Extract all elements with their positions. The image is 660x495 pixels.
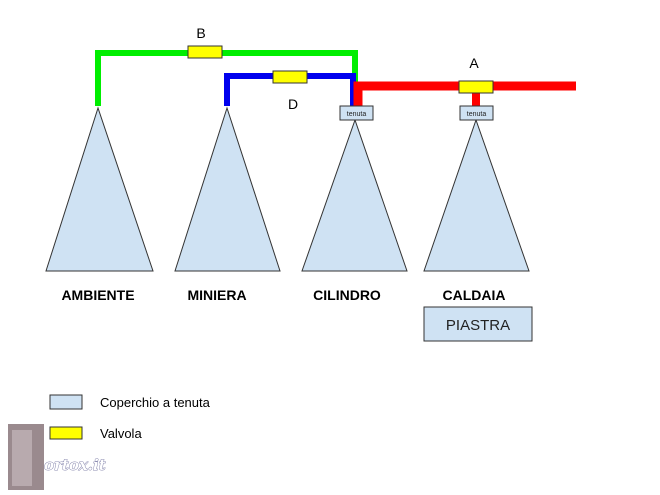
cone-ambiente xyxy=(45,106,154,272)
cone-caldaia xyxy=(423,118,530,272)
legend-swatch-seal xyxy=(49,394,83,410)
seal-caldaia-label: tenuta xyxy=(467,111,487,118)
cone-label-ambiente: AMBIENTE xyxy=(61,287,134,303)
cone-cilindro xyxy=(301,118,408,272)
logo: ortox.it xyxy=(8,424,106,490)
seal-cilindro-label: tenuta xyxy=(347,111,367,118)
pipe-a-label: A xyxy=(469,55,479,71)
valve-a xyxy=(458,80,494,94)
legend-label-valve: Valvola xyxy=(100,426,142,441)
pipe-a xyxy=(353,81,576,106)
valve-d xyxy=(272,70,308,84)
legend-swatch-valve xyxy=(49,426,83,440)
cone-label-cilindro: CILINDRO xyxy=(313,287,381,303)
logo-text: ortox.it xyxy=(44,456,106,474)
seal-cilindro xyxy=(339,105,374,121)
cone-label-miniera: MINIERA xyxy=(187,287,246,303)
cone-miniera xyxy=(174,106,281,272)
cone-label-caldaia: CALDAIA xyxy=(443,287,506,303)
legend-label-seal: Coperchio a tenuta xyxy=(100,395,211,410)
pipe-b-label: B xyxy=(196,25,205,41)
valve-b xyxy=(187,45,223,59)
seal-caldaia xyxy=(459,105,494,121)
plate-label: PIASTRA xyxy=(446,317,510,334)
pipe-d-label: D xyxy=(288,96,298,112)
plate-box xyxy=(423,306,533,342)
